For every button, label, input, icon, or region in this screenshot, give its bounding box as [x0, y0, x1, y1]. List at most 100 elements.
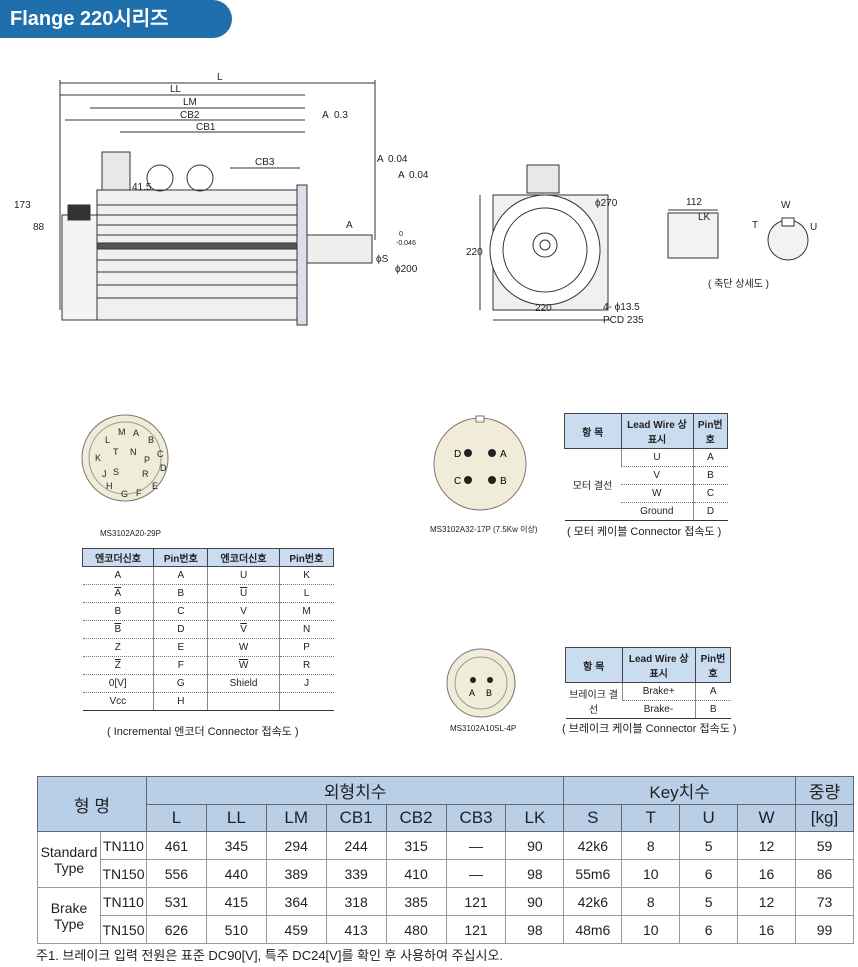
- table-cell: [278, 692, 334, 711]
- table-cell: A: [694, 682, 731, 701]
- model-header: 형 명: [37, 776, 147, 832]
- outer-dim-header: 외형치수: [145, 776, 565, 805]
- table-cell: 12: [737, 887, 796, 916]
- column-header: LM: [265, 804, 327, 832]
- table-cell: V: [207, 602, 280, 621]
- dim-label: 88: [33, 222, 45, 233]
- column-header: CB2: [385, 804, 447, 832]
- table-cell: 121: [445, 887, 507, 916]
- table-cell: C: [692, 484, 728, 503]
- table-cell: E: [153, 638, 208, 657]
- table-cell: —: [445, 859, 507, 888]
- table-cell: 413: [325, 915, 387, 944]
- model-cell: TN150: [99, 859, 147, 888]
- table-cell: Brake+: [621, 682, 696, 701]
- table-cell: 626: [145, 915, 207, 944]
- dim-label: A: [322, 110, 329, 121]
- table-cell: D: [153, 620, 208, 639]
- table-cell: 5: [679, 831, 739, 860]
- table-cell: Z: [82, 656, 154, 675]
- table-cell: 364: [265, 887, 327, 916]
- column-header: CB3: [445, 804, 507, 832]
- brake-connector-face: A B: [446, 648, 516, 718]
- pin-label: R: [142, 469, 149, 479]
- pin-label: T: [113, 447, 119, 457]
- pin-label: A: [133, 428, 139, 438]
- dim-label: ϕ200: [395, 264, 418, 275]
- page-title: Flange 220시리즈: [0, 0, 232, 38]
- column-header: Lead Wire 상표시: [621, 647, 696, 683]
- table-cell: 461: [145, 831, 207, 860]
- table-cell: 8: [621, 831, 681, 860]
- table-cell: 48m6: [563, 915, 623, 944]
- pin-label: B: [486, 688, 492, 698]
- model-cell: TN110: [99, 831, 147, 860]
- table-cell: W: [207, 656, 280, 675]
- table-cell: 294: [265, 831, 327, 860]
- dim-label: LK: [698, 212, 711, 223]
- table-cell: V: [621, 466, 694, 485]
- table-cell: 480: [385, 915, 447, 944]
- dim-label: LL: [170, 84, 182, 95]
- table-cell: F: [153, 656, 208, 675]
- table-cell: 339: [325, 859, 387, 888]
- dim-label: A: [377, 154, 384, 165]
- table-cell: B: [82, 602, 154, 621]
- table-cell: 90: [505, 887, 565, 916]
- table-cell: B: [692, 466, 728, 485]
- dim-label: 0.04: [409, 170, 429, 181]
- table-cell: 6: [679, 915, 739, 944]
- table-cell: 98: [505, 915, 565, 944]
- table-cell: 415: [205, 887, 267, 916]
- table-cell: 345: [205, 831, 267, 860]
- dim-label: ϕ270: [595, 198, 618, 209]
- table-cell: 99: [794, 915, 855, 944]
- dim-label: W: [781, 200, 791, 211]
- table-cell: P: [278, 638, 334, 657]
- column-header: CB1: [325, 804, 387, 832]
- motor-connector-face: D A C B: [433, 415, 527, 511]
- column-header: S: [563, 804, 623, 832]
- column-header: L: [145, 804, 207, 832]
- table-cell: 531: [145, 887, 207, 916]
- key-dim-header: Key치수: [563, 776, 796, 805]
- column-header: 항 목: [565, 647, 623, 683]
- column-header: Lead Wire 상표시: [620, 413, 694, 449]
- table-cell: L: [278, 584, 334, 603]
- group-cell: 모터 결선: [564, 448, 621, 521]
- group-cell: 브레이크 결선: [565, 682, 622, 719]
- dim-label: T: [752, 220, 758, 231]
- table-cell: A: [153, 566, 208, 585]
- dim-label: -0.046: [396, 240, 416, 247]
- brake-connector-model: MS3102A10SL-4P: [450, 724, 517, 733]
- dim-label: A: [398, 170, 405, 181]
- table-cell: J: [278, 674, 334, 693]
- table-cell: Vcc: [82, 692, 154, 711]
- pin-label: A: [469, 688, 475, 698]
- table-cell: 16: [737, 915, 796, 944]
- table-cell: 556: [145, 859, 207, 888]
- footnote: 주1. 브레이크 입력 전원은 표준 DC90[V], 특주 DC24[V]를 …: [36, 948, 504, 963]
- table-cell: U: [207, 584, 280, 603]
- table-cell: 73: [794, 887, 855, 916]
- encoder-caption: ( Incremental 엔코더 Connector 접속도 ): [107, 726, 299, 738]
- pin-label: E: [152, 481, 158, 491]
- column-header: 엔코더신호: [207, 548, 280, 567]
- column-header: 항 목: [564, 413, 622, 449]
- table-cell: 318: [325, 887, 387, 916]
- dim-label: U: [810, 222, 817, 233]
- column-header: [kg]: [794, 804, 855, 832]
- pin-label: C: [454, 476, 461, 487]
- column-header: Pin번호: [153, 548, 209, 567]
- dim-label: L: [217, 72, 223, 83]
- column-header: W: [737, 804, 796, 832]
